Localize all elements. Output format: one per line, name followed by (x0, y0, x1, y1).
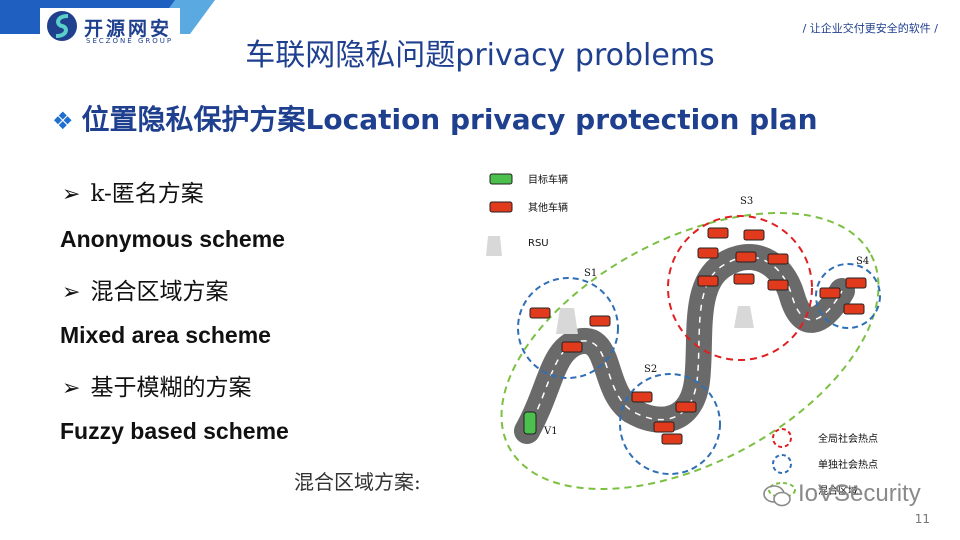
watermark: IoVSecurity (798, 480, 921, 507)
arrow-bullet-icon: ➢ (62, 182, 81, 207)
slogan: / 让企业交付更安全的软件 / (802, 22, 938, 35)
arrow-bullet-icon: ➢ (62, 376, 81, 401)
legend-global-hotspot: 全局社会热点 (818, 432, 878, 445)
legend-rsu: RSU (528, 238, 549, 249)
mix-zone-diagram: V1 S1 S2 S3 S4 目标车辆 其他车辆 RSU 全局社会热点 单独社会… (482, 166, 898, 502)
diamond-bullet-icon: ❖ (52, 107, 74, 135)
wechat-icon (763, 485, 791, 507)
list-item-subtitle: Mixed area scheme (60, 322, 271, 348)
logo-subtitle: SECZONE GROUP (86, 37, 174, 45)
legend-other-vehicle: 其他车辆 (528, 201, 568, 214)
hotspot-label-s4: S4 (856, 256, 869, 267)
hotspot-label-s3: S3 (740, 196, 753, 207)
slide-title: 车联网隐私问题privacy problems (245, 38, 715, 73)
list-item-label: k-匿名方案 (90, 181, 204, 207)
legend-single-hotspot: 单独社会热点 (818, 458, 878, 471)
target-vehicle-legend-icon (489, 173, 513, 185)
other-vehicle-legend-icon (489, 201, 513, 213)
rsu-legend-icon (486, 236, 502, 256)
global-hotspot-legend-icon (772, 428, 792, 448)
legend-mix-zone: 混合区域 (818, 484, 858, 497)
logo-text: 开源网安 (84, 18, 173, 40)
section-title-text: 位置隐私保护方案Location privacy protection plan (81, 103, 818, 136)
logo-icon (47, 11, 77, 41)
list-item-subtitle: Fuzzy based scheme (60, 418, 289, 444)
section-title: ❖位置隐私保护方案Location privacy protection pla… (52, 98, 818, 138)
list-item-mixed-area: ➢ 混合区域方案 (62, 272, 228, 306)
hotspot-label-s2: S2 (644, 364, 657, 375)
hotspot-label-s1: S1 (584, 268, 597, 279)
target-vehicle-label: V1 (543, 426, 558, 437)
list-item-subtitle: Anonymous scheme (60, 226, 285, 252)
list-item-fuzzy: ➢ 基于模糊的方案 (62, 368, 251, 402)
arrow-bullet-icon: ➢ (62, 280, 81, 305)
list-item-label: 混合区域方案 (90, 279, 229, 305)
page-number: 11 (914, 512, 930, 526)
list-item-label: 基于模糊的方案 (90, 375, 252, 401)
legend-target-vehicle: 目标车辆 (528, 173, 568, 186)
list-item-k-anonymity: ➢ k-匿名方案 (62, 174, 204, 208)
single-hotspot-legend-icon (772, 454, 792, 474)
caption: 混合区域方案: (294, 470, 421, 494)
